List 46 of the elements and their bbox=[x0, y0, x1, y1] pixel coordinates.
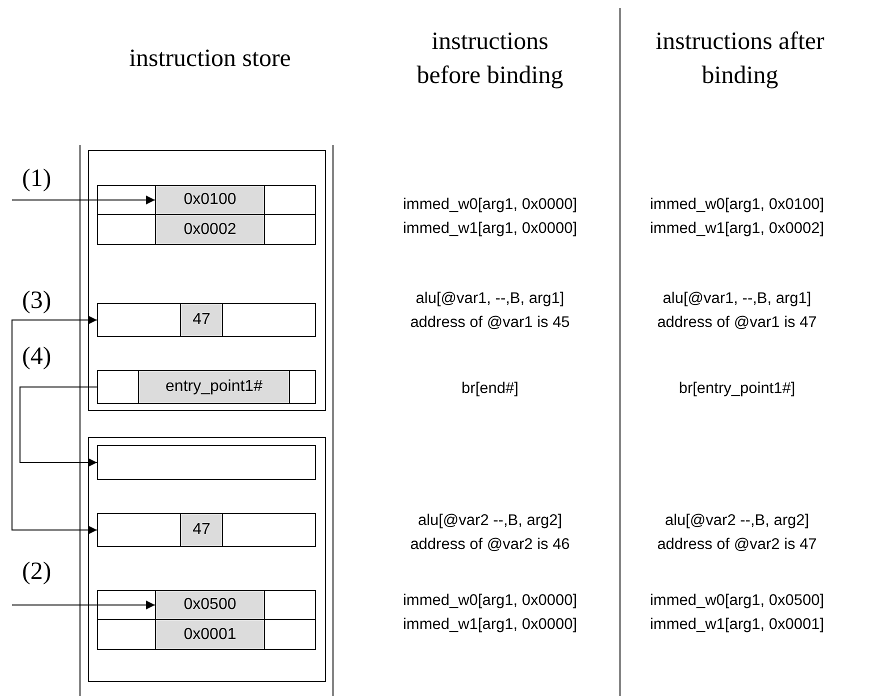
instruction-text: immed_w1[arg1, 0x0002] bbox=[650, 220, 824, 238]
instruction-row bbox=[97, 619, 316, 650]
value-cell: entry_point1# bbox=[138, 370, 290, 404]
arrow bbox=[20, 386, 98, 467]
instruction-row bbox=[97, 513, 316, 547]
column-heading: instructions before binding bbox=[416, 27, 564, 91]
column-heading: instructions after binding bbox=[654, 27, 826, 91]
instruction-row bbox=[97, 303, 316, 337]
instruction-text: address of @var1 is 47 bbox=[657, 314, 817, 332]
callout-number: (4) bbox=[22, 343, 52, 371]
instruction-text: immed_w0[arg1, 0x0100] bbox=[650, 196, 824, 214]
instruction-text: br[entry_point1#] bbox=[678, 380, 796, 398]
instruction-text: alu[@var2 --,B, arg2] bbox=[418, 512, 562, 530]
callout-number: (3) bbox=[22, 287, 52, 315]
instruction-text: immed_w0[arg1, 0x0000] bbox=[402, 592, 578, 610]
instruction-text: immed_w0[arg1, 0x0500] bbox=[650, 592, 824, 610]
instruction-text: address of @var2 is 46 bbox=[410, 536, 570, 554]
instruction-row bbox=[97, 214, 316, 245]
instruction-row bbox=[97, 370, 316, 404]
value-cell: 0x0100 bbox=[155, 185, 265, 215]
callout-number: (2) bbox=[22, 558, 52, 586]
arrow bbox=[12, 316, 98, 534]
instruction-text: alu[@var2 --,B, arg2] bbox=[664, 512, 810, 530]
instruction-text: alu[@var1, --,B, arg1] bbox=[416, 290, 564, 308]
memory-block bbox=[88, 150, 326, 411]
instruction-row bbox=[97, 590, 316, 620]
value-cell: 47 bbox=[180, 303, 223, 337]
instruction-text: address of @var1 is 45 bbox=[410, 314, 570, 332]
instruction-text: address of @var2 is 47 bbox=[657, 536, 817, 554]
instruction-text: alu[@var1, --,B, arg1] bbox=[662, 290, 812, 308]
value-cell: 0x0002 bbox=[155, 214, 265, 245]
value-cell: 0x0500 bbox=[155, 590, 265, 620]
instruction-row bbox=[97, 185, 316, 215]
instruction-row bbox=[97, 445, 316, 480]
arrow bbox=[12, 196, 156, 204]
instruction-text: immed_w1[arg1, 0x0000] bbox=[402, 220, 578, 238]
instruction-text: immed_w1[arg1, 0x0001] bbox=[650, 616, 824, 634]
instruction-text: immed_w0[arg1, 0x0000] bbox=[402, 196, 578, 214]
instruction-text: br[end#] bbox=[462, 380, 518, 398]
value-cell: 47 bbox=[180, 513, 223, 547]
memory-block bbox=[88, 437, 326, 682]
arrow bbox=[12, 600, 156, 610]
value-cell: 0x0001 bbox=[155, 619, 265, 650]
instruction-text: immed_w1[arg1, 0x0000] bbox=[402, 616, 578, 634]
callout-number: (1) bbox=[22, 165, 52, 193]
column-heading: instruction store bbox=[128, 44, 292, 74]
